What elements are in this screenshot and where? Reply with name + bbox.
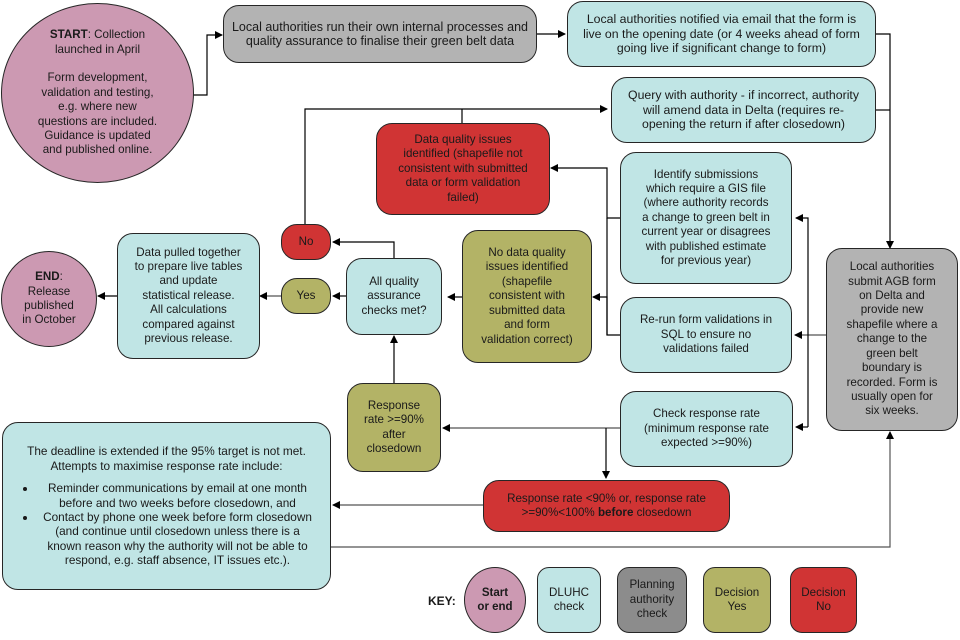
deadline-bullet: Reminder communications by email at one …: [37, 481, 318, 510]
deadline-node: The deadline is extended if the 95% targ…: [2, 422, 331, 590]
yes-decision-node: Yes: [281, 278, 331, 314]
qa-checks-node: All quality assurance checks met?: [346, 258, 442, 335]
check-response-node: Check response rate (minimum response ra…: [620, 391, 793, 467]
end-node: END: Release published in October: [1, 251, 97, 347]
arrow-qa-to-no: [332, 238, 395, 258]
start-node: START: Collection launched in April Form…: [1, 3, 194, 183]
deadline-intro: The deadline is extended if the 95% targ…: [27, 444, 306, 473]
response-below-node: Response rate <90% or, response rate >=9…: [483, 480, 730, 532]
rerun-validations-node: Re-run form validations in SQL to ensure…: [620, 297, 792, 373]
key-decision-yes: Decision Yes: [703, 567, 771, 633]
no-dq-issues-node: No data quality issues identified (shape…: [462, 230, 592, 363]
key-label: KEY:: [428, 594, 456, 608]
key-decision-no: Decision No: [790, 567, 857, 633]
start-title: START: [49, 28, 88, 42]
dq-issues-node: Data quality issues identified (shapefil…: [376, 123, 550, 215]
deadline-bullet: Contact by phone one week before form cl…: [37, 510, 318, 568]
arrow-start-to-internal: [193, 31, 223, 96]
no-decision-node: No: [281, 224, 331, 260]
arrow-identify-to-dq: [550, 164, 620, 219]
arrow-notified-to-submit: [876, 33, 894, 249]
query-node: Query with authority - if incorrect, aut…: [611, 77, 876, 143]
response-after-node: Response rate >=90% after closedown: [347, 383, 441, 472]
la-submit-node: Local authorities submit AGB form on Del…: [826, 248, 958, 431]
la-notified-node: Local authorities notified via email tha…: [567, 1, 876, 67]
end-title: END: [35, 270, 60, 284]
arrow-no-to-query: [304, 105, 608, 226]
key-start-or-end: Start or end: [464, 567, 526, 633]
identify-gis-node: Identify submissions which require a GIS…: [620, 152, 792, 284]
key-dluhc-check: DLUHC check: [537, 567, 601, 633]
end-text: : Release published in October: [22, 270, 76, 327]
deadline-bullets: Reminder communications by email at one …: [15, 481, 318, 567]
key-planning-authority-check: Planning authority check: [617, 567, 687, 633]
arrow-deadline-to-submit: [330, 431, 894, 548]
la-internal-node: Local authorities run their own internal…: [223, 5, 537, 63]
start-text: : Collection launched in April Form deve…: [37, 28, 158, 157]
data-pulled-node: Data pulled together to prepare live tab…: [117, 233, 260, 359]
arrow-to-identify: [795, 214, 809, 427]
